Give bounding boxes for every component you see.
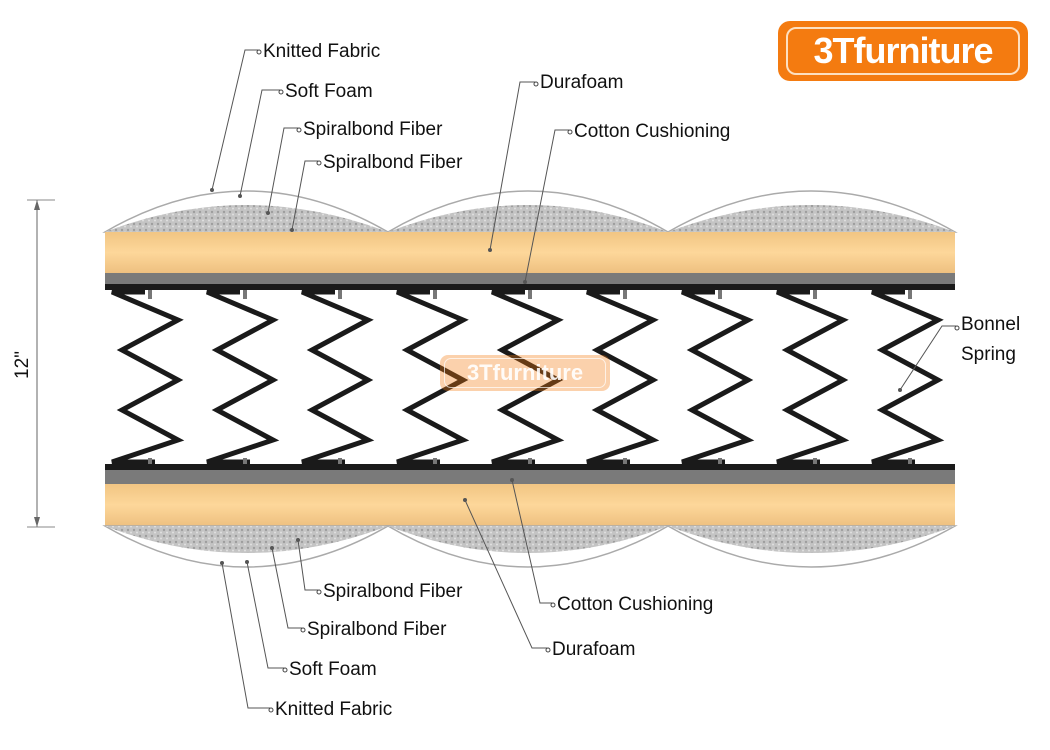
- bonnel-springs: [111, 289, 945, 467]
- watermark-logo: 3Tfurniture: [440, 355, 610, 391]
- leader-lines: [210, 49, 960, 713]
- height-label: 12": [12, 351, 33, 379]
- spring-clip: [338, 458, 342, 467]
- spring-clip: [528, 458, 532, 467]
- spring-clip: [813, 458, 817, 467]
- spring-clip: [908, 458, 912, 467]
- top-border-wire: [105, 284, 955, 290]
- spring-clip: [433, 458, 437, 467]
- bottom-durafoam-layer: [105, 484, 955, 526]
- bonnel-spring: [396, 289, 470, 465]
- height-dimension: 12": [12, 199, 55, 528]
- top-quilt-domes: [102, 190, 958, 233]
- label-durafoam-bottom: Durafoam: [552, 639, 635, 660]
- bonnel-spring: [491, 289, 565, 465]
- brand-logo-text: 3Tfurniture: [786, 27, 1020, 75]
- spring-clip: [148, 290, 152, 299]
- spring-clip: [718, 290, 722, 299]
- label-durafoam-top: Durafoam: [540, 72, 623, 93]
- spring-clip: [623, 458, 627, 467]
- label-cotton-cushioning-bottom: Cotton Cushioning: [557, 594, 713, 615]
- label-spiralbond-fiber-bottom-2: Spiralbond Fiber: [307, 619, 447, 640]
- bottom-quilt-domes: [102, 525, 958, 568]
- spring-clip: [718, 458, 722, 467]
- bonnel-spring: [206, 289, 280, 465]
- label-soft-foam-bottom: Soft Foam: [289, 659, 377, 680]
- spring-clip: [148, 458, 152, 467]
- label-cotton-cushioning-top: Cotton Cushioning: [574, 121, 730, 142]
- top-durafoam-layer: [105, 232, 955, 273]
- spring-clip: [338, 290, 342, 299]
- spring-clip: [433, 290, 437, 299]
- top-cotton-layer: [105, 273, 955, 284]
- spring-clip: [243, 458, 247, 467]
- spring-clip: [243, 290, 247, 299]
- label-spiralbond-fiber-top-2: Spiralbond Fiber: [323, 152, 463, 173]
- spring-clip: [813, 290, 817, 299]
- bonnel-spring: [586, 289, 660, 465]
- spring-clip: [623, 290, 627, 299]
- label-bonnel: Bonnel: [961, 314, 1020, 335]
- bottom-cotton-layer: [105, 470, 955, 484]
- spring-clip: [908, 290, 912, 299]
- bonnel-spring: [776, 289, 850, 465]
- label-spiralbond-fiber-top-1: Spiralbond Fiber: [303, 119, 443, 140]
- bonnel-spring: [871, 289, 945, 465]
- label-knitted-fabric-bottom: Knitted Fabric: [275, 699, 392, 720]
- label-spring: Spring: [961, 344, 1016, 365]
- label-spiralbond-fiber-bottom-1: Spiralbond Fiber: [323, 581, 463, 602]
- bonnel-spring: [301, 289, 375, 465]
- label-knitted-fabric-top: Knitted Fabric: [263, 41, 380, 62]
- bottom-border-wire: [105, 464, 955, 470]
- spring-clip: [528, 290, 532, 299]
- brand-logo: 3Tfurniture: [778, 21, 1028, 81]
- label-soft-foam-top: Soft Foam: [285, 81, 373, 102]
- bonnel-spring: [681, 289, 755, 465]
- watermark-text: 3Tfurniture: [444, 358, 606, 388]
- bonnel-spring: [111, 289, 185, 465]
